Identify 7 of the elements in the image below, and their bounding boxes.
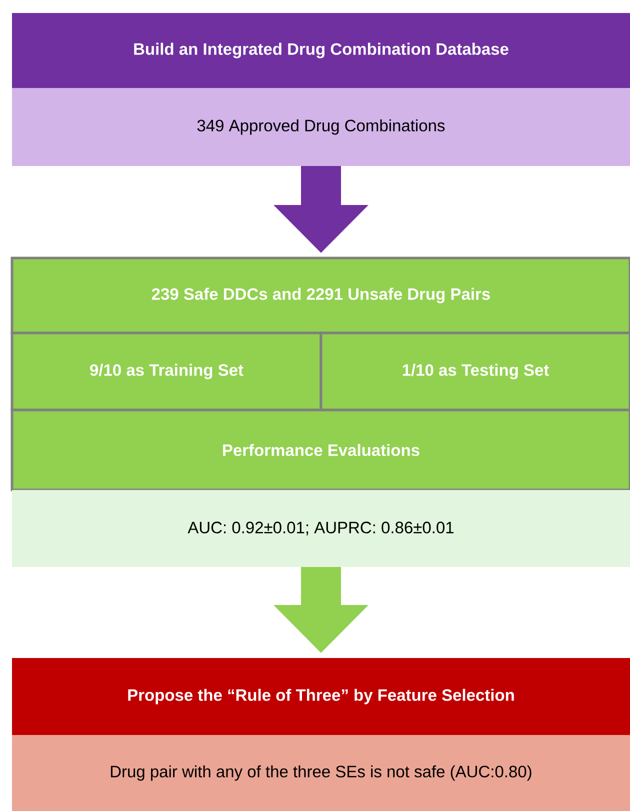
- header-box: Build an Integrated Drug Combination Database: [12, 13, 630, 88]
- result-box: 349 Approved Drug Combinations: [12, 88, 630, 166]
- process-box: 1/10 as Testing Set: [320, 332, 630, 412]
- result-box: Drug pair with any of the three SEs is not safe (AUC:0.80): [12, 735, 630, 811]
- process-box: 9/10 as Training Set: [10, 332, 322, 412]
- header-box: Propose the “Rule of Three” by Feature Selection: [12, 658, 630, 735]
- result-box: AUC: 0.92±0.01; AUPRC: 0.86±0.01: [12, 490, 630, 567]
